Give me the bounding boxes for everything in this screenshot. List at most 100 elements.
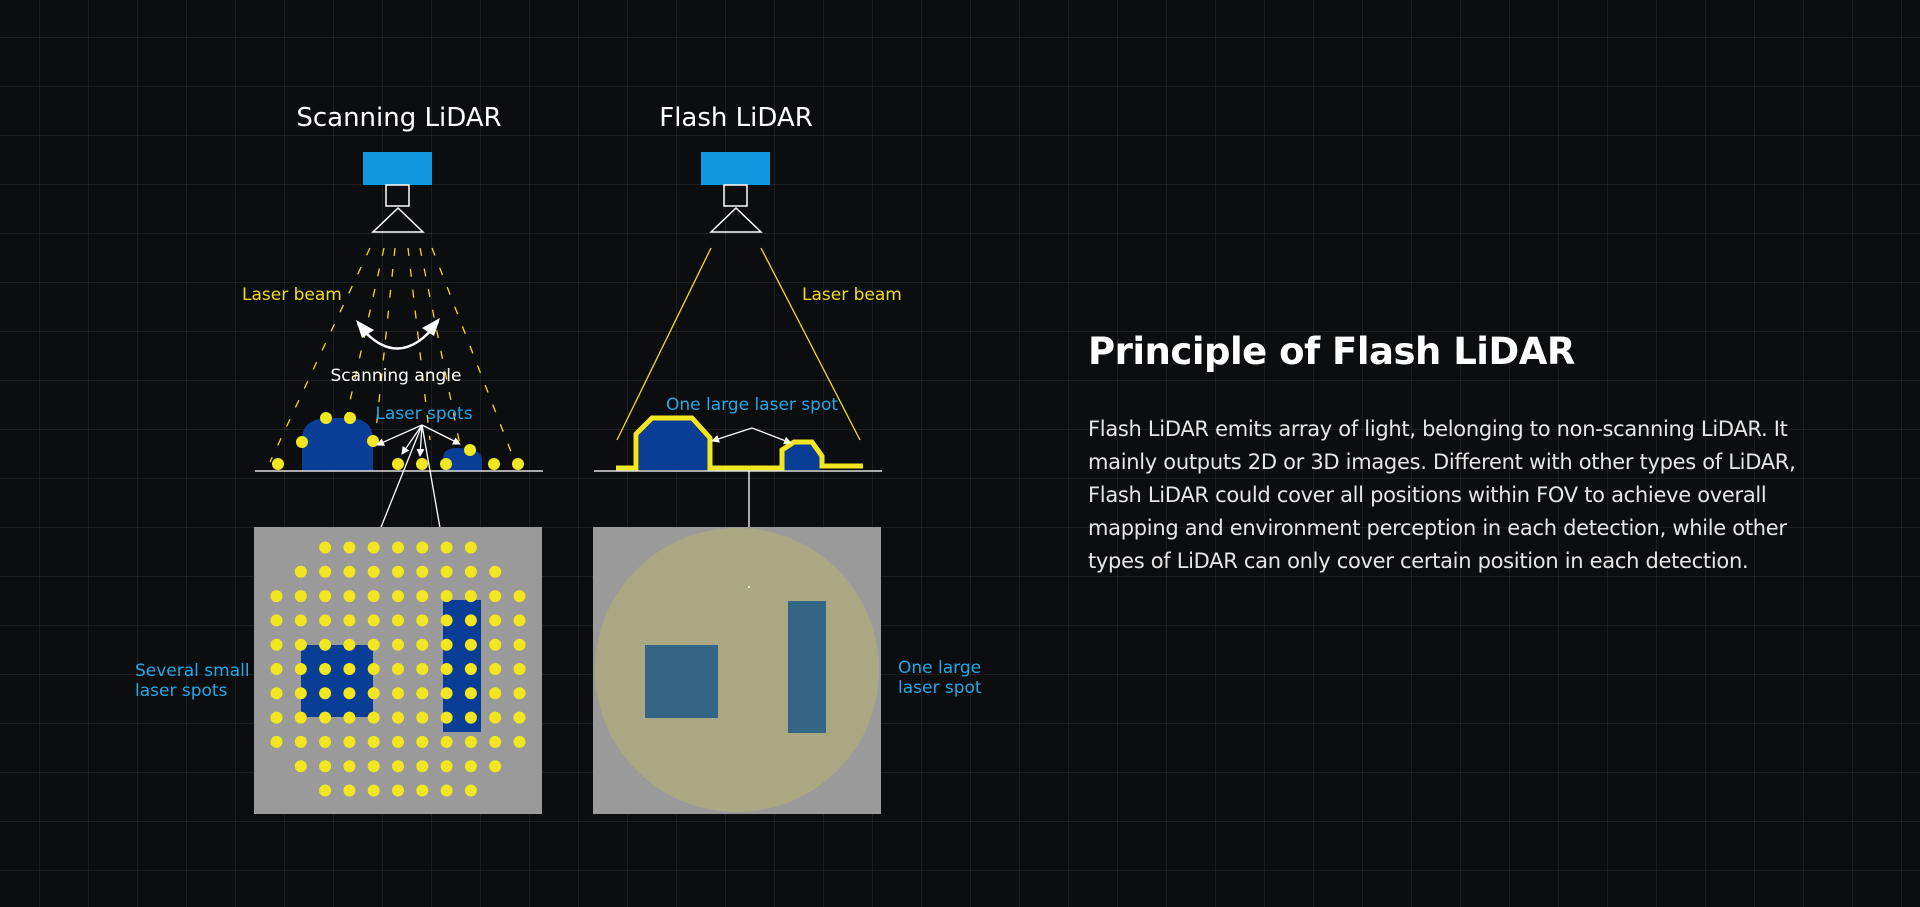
laser-spot [319,687,332,700]
laser-spot [464,760,477,773]
laser-spot [343,760,356,773]
laser-spot [513,590,526,603]
info-section: Principle of Flash LiDAR Flash LiDAR emi… [1088,330,1828,578]
laser-spot [513,638,526,651]
laser-spot [513,687,526,700]
laser-spot [464,541,477,554]
laser-spot [270,735,283,748]
laser-spot [416,760,429,773]
info-body: Flash LiDAR emits array of light, belong… [1088,417,1796,573]
laser-spot [367,760,380,773]
flash-lidar-sensor-icon [701,152,770,233]
laser-spot [319,711,332,724]
laser-spot [464,590,477,603]
laser-spot [343,614,356,627]
laser-spot [320,412,332,424]
laser-spot [367,541,380,554]
laser-spot [392,590,404,603]
info-heading: Principle of Flash LiDAR [1088,330,1575,373]
angle-arrowhead-right [422,318,440,336]
laser-spot [294,735,307,748]
laser-spot [440,760,453,773]
laser-spot [464,735,477,748]
laser-spot [440,590,453,603]
laser-spot [343,711,356,724]
laser-spot [319,784,332,797]
laser-spot [296,436,308,448]
laser-spot [416,590,429,603]
laser-spot [440,541,453,554]
laser-spot [416,541,429,554]
laser-spot [464,614,477,627]
scanning-beam-label: Laser beam [242,285,342,305]
laser-spot [416,614,429,627]
laser-spot [440,565,453,578]
scanning-side-label-line2: laser spots [135,681,228,701]
laser-spot [343,638,356,651]
laser-spot [392,458,404,470]
laser-spot [489,711,502,724]
laser-spot [270,687,283,700]
flash-side-label-line1: One large [898,658,981,678]
laser-spot [416,565,429,578]
laser-spot [343,784,356,797]
flash-side-label-line2: laser spot [898,678,982,698]
flash-large-laser-spot [595,528,879,812]
laser-spot [489,687,502,700]
scanning-side-label-line1: Several small [135,661,250,681]
laser-spot [392,760,404,773]
scanning-panel-spot-grid [270,541,526,797]
laser-spot [489,565,502,578]
laser-spot [367,784,380,797]
laser-spot [513,614,526,627]
laser-spot [367,435,379,447]
laser-spot [416,638,429,651]
laser-spot [489,760,502,773]
laser-spot [440,687,453,700]
laser-spot [392,735,404,748]
laser-spot [464,638,477,651]
flash-object-small [784,444,820,470]
laser-spot [416,735,429,748]
laser-spot [464,784,477,797]
laser-spot [367,687,380,700]
laser-spot [319,565,332,578]
laser-spot [440,614,453,627]
laser-spot [513,711,526,724]
laser-spot [294,565,307,578]
laser-spot [464,663,477,675]
laser-spot [319,541,332,554]
laser-spot [416,458,428,470]
scanning-panel-object-square [301,645,373,717]
laser-spot [343,590,356,603]
laser-spot [440,711,453,724]
laser-spot [294,687,307,700]
laser-spot [270,638,283,651]
scanning-angle-label: Scanning angle [331,366,462,386]
flash-side-label: One large laser spot [898,658,987,698]
scanning-lidar-title: Scanning LiDAR [296,103,501,133]
laser-spot [440,663,453,675]
laser-spot [367,590,380,603]
laser-spot [294,638,307,651]
scanning-object-large [302,418,373,471]
laser-spot [294,760,307,773]
laser-spot [513,663,526,675]
laser-spot [464,444,476,456]
laser-spot [367,663,380,675]
flash-large-laser-spot-outline [616,415,863,471]
laser-spot [319,638,332,651]
laser-spot [343,565,356,578]
scanning-spots-label: Laser spots [375,404,472,424]
laser-spot [392,614,404,627]
laser-spot [392,638,404,651]
laser-spot [489,638,502,651]
flash-lidar-title: Flash LiDAR [659,103,813,133]
laser-spot [344,412,356,424]
laser-spot [392,565,404,578]
angle-arrowhead-left [356,320,374,338]
laser-spot [440,458,452,470]
laser-spot [272,458,284,470]
laser-spot [270,663,283,675]
laser-spot [464,687,477,700]
